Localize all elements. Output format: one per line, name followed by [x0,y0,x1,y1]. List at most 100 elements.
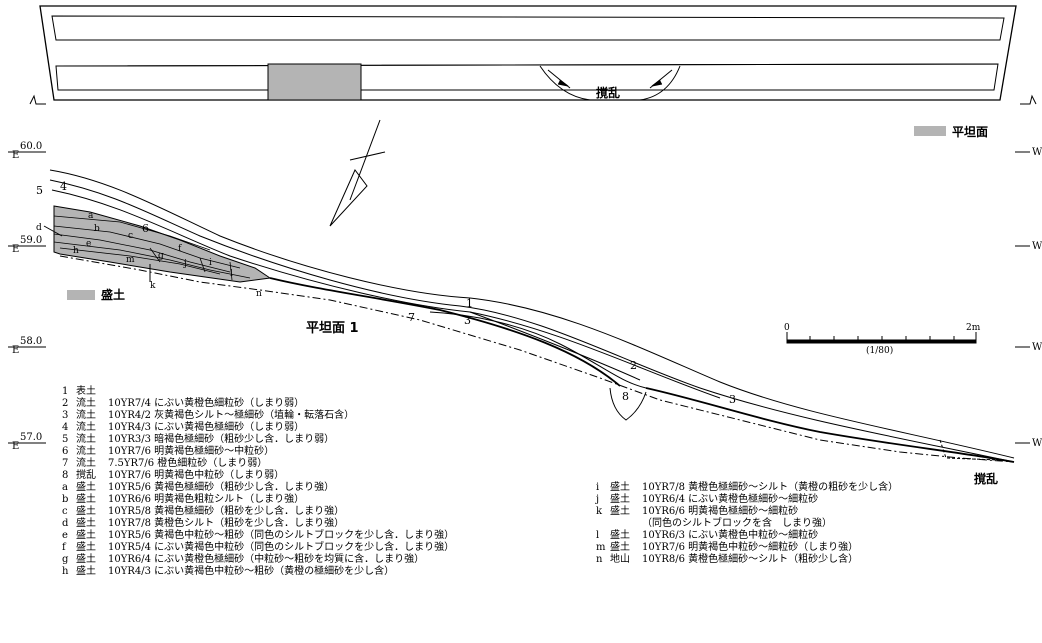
elev-prefix: E [12,345,19,356]
legend-name: 盛土 [610,482,630,493]
fill-letter: m [126,255,135,265]
fill-letter: n [256,289,262,299]
layer-label-2: 2 [630,359,637,372]
legend-name: 盛土 [76,530,96,541]
legend-name: 流土 [76,446,96,457]
elev-57: 57.0 [20,432,42,443]
legend-row: i 盛土 10YR7/8 黄橙色極細砂～シルト（黄橙の粗砂を少し含） [596,482,898,494]
legend-name: 盛土 [76,566,96,577]
legend-key: 1 [62,386,69,397]
legend-key: j [596,494,600,505]
legend-desc: 10YR3/3 暗褐色極細砂（粗砂少し含．しまり弱） [108,434,335,445]
legend-row: d 盛土 10YR7/8 黄橙色シルト（粗砂を少し含．しまり強） [62,518,344,530]
flat-surface-key-swatch [914,126,946,136]
legend-key: c [62,506,68,517]
legend-desc: 10YR8/6 黄橙色極細砂～シルト（粗砂少し含） [642,554,859,565]
plan-right-marker [1020,94,1037,105]
legend-name: 撹乱 [76,470,96,481]
plan-left-marker [29,94,46,105]
legend-key: f [62,542,66,553]
bedrock-line [59,255,1015,463]
legend-name: 盛土 [76,554,96,565]
legend-name: 流土 [76,410,96,421]
fill-key-label: 盛土 [101,287,125,302]
legend-key: 5 [62,434,69,445]
legend-desc: 10YR4/3 にぶい黄褐色中粒砂～粗砂（黄橙の極細砂を少し含） [108,566,395,577]
legend-name: 地山 [610,554,630,565]
legend-name: 盛土 [76,542,96,553]
fill-letter: l [230,269,233,279]
legend-name: 盛土 [610,530,630,541]
layer-label-4: 4 [60,180,67,193]
disturbance-cut [939,439,1001,461]
right-marker: W [1032,241,1042,252]
layer-label-1: 1 [466,297,473,310]
elev-prefix: E [12,150,19,161]
legend-name: 盛土 [76,482,96,493]
legend-desc: 7.5YR7/6 橙色細粒砂（しまり弱） [108,458,268,469]
legend-name: 流土 [76,422,96,433]
fill-letter: i [209,258,212,268]
layer-label-3: 3 [464,314,471,327]
legend-name: 盛土 [610,506,630,517]
elev-prefix: E [12,244,19,255]
fill-letter: f [178,244,182,254]
legend-desc: 10YR6/6 明黄褐色極細砂～細粒砂 [642,506,799,517]
legend-desc: 10YR7/8 黄橙色極細砂～シルト（黄橙の粗砂を少し含） [642,482,899,493]
legend-desc: 10YR5/4 にぶい黄褐色中粒砂（同色のシルトブロックを少し含．しまり強） [108,542,455,553]
legend-key: l [596,530,600,541]
legend-key: 2 [62,398,69,409]
legend-name: 盛土 [76,494,96,505]
legend-desc: （同色のシルトブロックを含 しまり強） [642,518,832,529]
scale-start: 0 [784,323,790,333]
elev-59: 59.0 [20,235,42,246]
legend-desc: 10YR4/2 灰黄褐色シルト～極細砂（埴輪・転落石含） [108,410,355,421]
scale-bar [786,332,977,344]
elev-60: 60.0 [20,141,42,152]
legend-name: 盛土 [76,518,96,529]
plan-view [39,5,1017,101]
legend-desc: 10YR5/8 黄褐色極細砂（粗砂を少し含．しまり強） [108,506,345,517]
layer-label-7: 7 [408,311,415,324]
legend-key: a [62,482,68,493]
legend-desc: 10YR7/8 黄橙色シルト（粗砂を少し含．しまり強） [108,518,345,529]
legend-desc: 10YR7/6 明黄褐色中粒砂（しまり弱） [108,470,285,481]
layer-label-5: 5 [36,184,43,197]
legend-row: g 盛土 10YR6/4 にぶい黄橙色極細砂（中粒砂～粗砂を均質に含．しまり強） [62,554,424,566]
fill-layer-lines [53,215,251,281]
fill-letter: a [88,211,94,221]
legend-name: 流土 [76,398,96,409]
legend-desc: 10YR5/6 黄褐色極細砂（粗砂少し含．しまり強） [108,482,335,493]
legend-key: i [596,482,600,493]
elev-prefix: E [12,441,19,452]
legend-key: h [62,566,69,577]
scale-ratio: (1/80) [866,345,893,356]
legend-desc: 10YR7/6 明黄褐色極細砂～中粒砂） [108,446,275,457]
right-marker: W [1032,342,1042,353]
legend-name: 流土 [76,458,96,469]
legend-row: f 盛土 10YR5/4 にぶい黄褐色中粒砂（同色のシルトブロックを少し含．しまり強… [62,542,454,554]
fill-letter: j [183,259,187,269]
legend-name: 盛土 [76,506,96,517]
legend-desc: 10YR6/4 にぶい黄橙色極細砂（中粒砂～粗砂を均質に含．しまり強） [108,554,425,565]
elevation-ticks [8,151,1030,444]
legend-desc: 10YR6/6 明黄褐色粗粒シルト（しまり強） [108,494,305,505]
legend-key: g [62,554,69,565]
legend-key: d [62,518,69,529]
legend-desc: 10YR6/4 にぶい黄橙色極細砂～細粒砂 [642,494,819,505]
layer-label-8: 8 [622,390,629,403]
layer-label-6: 6 [142,222,149,235]
legend-desc: 10YR7/4 にぶい黄橙色細粒砂（しまり弱） [108,398,305,409]
legend-row: a 盛土 10YR5/6 黄褐色極細砂（粗砂少し含．しまり強） [62,482,334,494]
fill-letter: b [94,224,100,234]
